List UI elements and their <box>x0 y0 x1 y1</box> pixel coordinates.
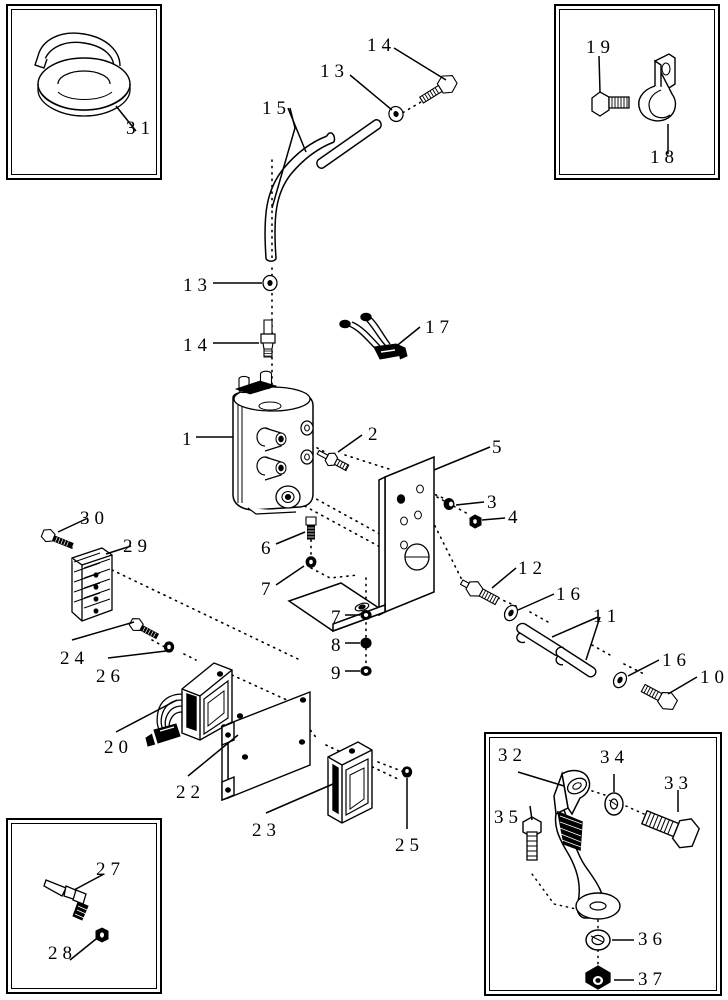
part-9-nut-stack <box>360 666 372 676</box>
callout-17-wire-harness: 17 <box>425 317 454 338</box>
inset-label-34: 34 <box>600 747 629 768</box>
part-7-washer-stack <box>360 610 372 620</box>
callout-9-nut-stack: 9 <box>331 663 346 684</box>
callout-16-washer-right: 16 <box>662 650 691 671</box>
callout-7-washer-stack: 7 <box>331 607 346 628</box>
part-1-valve-body <box>232 370 314 515</box>
callout-15-control-lever: 15 <box>262 98 291 119</box>
part-2-fitting <box>316 449 350 472</box>
leader-lines <box>57 47 698 829</box>
part-7-washer-left <box>305 556 317 568</box>
part-4-nut <box>469 514 482 529</box>
part-16-washer-left <box>503 604 519 622</box>
callout-13-washer-mid: 13 <box>183 275 212 296</box>
callout-16-washer-left: 16 <box>556 584 585 605</box>
callout-24-bolt: 24 <box>60 648 89 669</box>
inset-inner-border <box>489 737 717 991</box>
inset-inner-border <box>559 9 715 175</box>
inset-label-27: 27 <box>96 859 125 880</box>
callout-25-screw: 25 <box>395 835 424 856</box>
callout-14-bolt-top: 14 <box>367 35 396 56</box>
inset-label-37: 37 <box>638 969 667 990</box>
part-12-fitting <box>459 579 500 606</box>
part-17-wire-harness <box>339 312 408 360</box>
callout-11-hoses: 11 <box>593 606 622 627</box>
callout-2-fitting: 2 <box>368 424 383 445</box>
part-14-bolt-top <box>418 75 458 104</box>
callout-6-bolt: 6 <box>261 538 276 559</box>
coiled-hose-art <box>34 32 137 132</box>
part-11-hose-b <box>555 646 597 678</box>
part-15-tube <box>316 119 382 169</box>
part-25-screw <box>401 766 413 778</box>
part-24-bolt <box>128 618 160 640</box>
inset-label-36: 36 <box>638 929 667 950</box>
callout-8-washer-stack: 8 <box>331 635 346 656</box>
callout-14-bolt-mid: 14 <box>183 335 212 356</box>
callout-3-washer: 3 <box>487 492 502 513</box>
callout-23-box: 23 <box>252 820 281 841</box>
callout-26-washer: 26 <box>96 666 125 687</box>
inset-label-31: 31 <box>126 118 155 139</box>
part-20-relay-module <box>145 662 233 747</box>
callout-20-relay: 20 <box>104 737 133 758</box>
inset-inner-border <box>11 823 157 989</box>
terminal-stud-art <box>43 873 109 961</box>
callout-4-nut: 4 <box>508 507 523 528</box>
inset-label-32: 32 <box>498 745 527 766</box>
part-3-washer <box>443 498 455 510</box>
callout-5-bracket: 5 <box>492 437 507 458</box>
part-23-junction-box <box>327 741 373 824</box>
callout-10-fitting: 10 <box>700 667 728 688</box>
inset-label-19: 19 <box>586 37 615 58</box>
terminal-stud-inset: 27 28 <box>6 818 162 994</box>
clamp-inset: 19 18 <box>554 4 720 180</box>
part-14-bolt-mid <box>260 319 276 358</box>
inset-label-28: 28 <box>48 943 77 964</box>
part-30-bolt <box>40 528 74 549</box>
part-8-washer-stack <box>360 637 372 649</box>
inset-inner-border <box>11 9 157 175</box>
callout-12-fitting: 12 <box>518 558 547 579</box>
part-6-bolt <box>305 516 317 540</box>
part-10-fitting <box>640 683 679 710</box>
inset-label-33: 33 <box>664 773 693 794</box>
inset-label-18: 18 <box>650 147 679 168</box>
part-22-mounting-plate <box>221 690 311 802</box>
part-5-bracket <box>287 455 435 633</box>
callout-30-bolt: 30 <box>80 508 109 529</box>
callout-13-washer-top: 13 <box>320 61 349 82</box>
clamp-art <box>591 53 677 154</box>
callout-22-plate: 22 <box>176 782 205 803</box>
callout-1-valve-body: 1 <box>182 429 197 450</box>
coiled-hose-inset: 31 <box>6 4 162 180</box>
part-13-washer-mid <box>262 274 278 292</box>
part-16-washer-right <box>612 671 628 689</box>
nut-28-art <box>95 927 109 943</box>
inset-label-35: 35 <box>494 807 523 828</box>
ground-strap-inset: 32 34 33 35 36 37 <box>484 732 722 996</box>
part-26-washer <box>163 641 175 653</box>
callout-29-fuse-block: 29 <box>123 536 152 557</box>
part-29-fuse-block <box>71 547 113 622</box>
ground-strap-art <box>517 769 701 990</box>
callout-7-washer-left: 7 <box>261 579 276 600</box>
